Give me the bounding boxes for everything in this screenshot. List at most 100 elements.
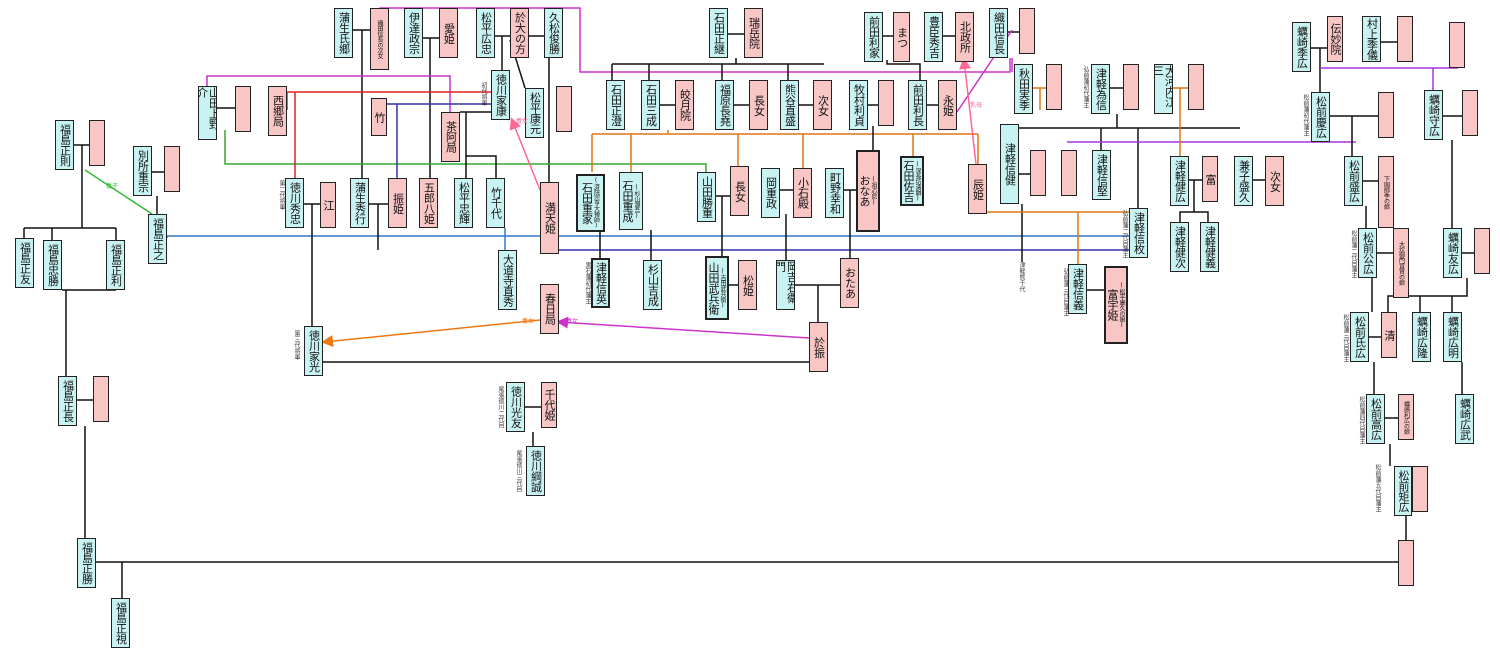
person-ishida-sakichi: 石田佐吉(深長坊清韻) [900,156,924,206]
person-tsugaru-tamenobu: 津軽為信 [1091,64,1110,114]
person-date-masamune: 伊達政宗 [404,8,423,58]
descent-line [465,112,497,178]
person-jijo2: 次女 [1265,156,1284,206]
person-name: 熊谷直盛 [783,84,797,126]
person-tokugawa-iemitsu: 徳川家光 [304,326,323,376]
person-kakizaki-hirotaka: 蠣崎広隆 [1412,312,1431,362]
person-name: 満天姫 [543,202,557,234]
person-fukushima-masayuki: 福島正之 [148,214,167,264]
person-name: 徳川秀忠 [288,182,302,224]
person-name: 山田武兵衛 [707,261,720,315]
person-tsugaru-kenji: 津軽健次 [1170,222,1189,272]
person-name: 松前盛広 [1347,160,1361,202]
person-blank-makimura [878,80,894,126]
person-blank-morihiro [1462,90,1478,136]
person-name: 福島忠勝 [46,244,60,286]
person-machino: 町野幸和 [825,168,844,218]
person-name: 福島正長 [61,380,75,422]
person-alias: (杉山源吾) [633,183,640,219]
person-name: 春日局 [543,293,557,325]
person-maeda-toshiie: 前田利家 [864,12,883,62]
title-note: 松前藩五代目藩主 [1374,464,1381,512]
person-furihime: 振姫 [388,178,407,228]
person-name: 福原長堯 [718,84,732,126]
person-blank-masanori [89,120,105,166]
person-name: 石田佐吉 [902,160,915,202]
descent-line [1194,211,1209,222]
title-note: 尾張徳川二代目 [497,386,504,428]
person-odai: 於大の方 [510,8,529,58]
title-note: 松前藩二代目藩主 [1350,230,1357,278]
person-name: 於振 [812,336,826,358]
person-name: 秋田実季 [1017,68,1031,110]
person-matsuhime: 松姫 [738,260,757,310]
person-name: 村上季儀 [1365,18,1379,60]
person-kakizaki-hirotake: 蠣崎広武 [1455,394,1474,444]
person-name: 杉山吉成 [646,264,660,306]
person-name: 津軽健広 [1173,160,1187,202]
descent-line [1387,278,1468,312]
person-name: 松前高広 [1369,398,1383,440]
person-tsugaru-kenko: 津軽健広 [1170,156,1189,206]
person-name: 岡重政 [764,177,778,209]
person-name: 辰姫 [971,178,985,200]
person-blank-tamenobu [1123,64,1139,110]
person-matsumae-takahiro: 松前高広 [1366,394,1385,444]
person-ishida-shigeie: 石田重家(済院宗亨大禅師) [576,174,605,232]
person-takechiyo: 竹千代 [486,178,505,228]
person-oda-jojo: 織田信長の次女 [370,8,389,70]
person-fukushima-masakatsu: 福島正勝 [77,538,96,588]
person-yamada-kozukenosuke: 山田上野介 [198,86,217,140]
person-name: 大道寺直秀 [501,253,515,307]
adoption-arrow [959,57,977,165]
person-tsugaru-nobuhide: 津軽信英 [591,258,610,308]
person-name: 久松俊勝 [547,12,561,54]
person-yamada-katsushige: 山田勝重 [697,172,716,222]
person-name: 蠣崎友広 [1446,232,1460,274]
person-name: 大河内江三 [1154,65,1173,107]
person-name: 愛姫 [442,22,456,44]
person-okayoshi: 岡吉右衛門 [776,260,795,310]
title-note: 尾張徳川三代目 [515,450,522,492]
person-name: 竹 [373,111,386,123]
edge-label: 養女 [522,318,535,325]
person-name: 山田勝重 [700,176,714,218]
person-name: 山田上野介 [198,87,217,129]
person-matsumae-norihiro: 松前矩広 [1394,466,1412,516]
marriage-line [286,91,491,110]
person-blank-norihiro [1412,466,1428,512]
person-name: 福島正則 [58,124,72,166]
person-koishidono: 小石殿 [793,168,812,218]
person-name: 豊臣秀吉 [927,16,941,58]
person-matsudaira-hirotada: 松平広忠 [476,8,495,58]
title-note: 初代将軍 [480,82,487,106]
person-name: 津軽信義 [1071,268,1085,310]
person-name: 福島正友 [18,242,32,284]
person-name: 長女 [752,94,766,116]
person-matsumae-yoshihiro: 松前慶広 [1311,92,1330,142]
person-name: 織田信長の次女 [376,19,383,59]
person-murakami: 村上季儀 [1362,16,1381,62]
descent-line [1179,180,1195,222]
person-kumagai: 熊谷直盛 [780,80,799,130]
person-blank-masakatsu [1398,540,1414,586]
person-ofuri: 於振 [809,322,828,372]
person-name: 津軽信枚 [1132,212,1146,254]
person-tomiyahime: 富宇姫(松平康久の娘) [1104,266,1128,344]
person-tokugawa-mitsutomo: 徳川光友 [506,382,525,432]
person-bessho: 別所重宗 [133,146,152,196]
person-name: 蒲生氏郷 [337,12,351,54]
person-fukushima-masanaga: 福島正長 [58,376,77,426]
title-note: 弘前藩二代目藩主 [1121,210,1128,258]
title-note: 松前藩三代目藩主 [1342,314,1349,362]
person-name: 津軽信堅 [1095,154,1109,196]
person-name: 蠣崎広武 [1458,398,1472,440]
adoption-arrow [509,117,541,191]
person-blank-nobutake2 [1061,150,1077,196]
person-gamou-hideyuki: 蒲生秀行 [350,178,369,228]
person-gamou-ujisato: 蒲生氏郷 [334,8,353,58]
person-matsumae-morihiro: 松前盛広 [1344,156,1363,206]
person-name: 松平忠輝 [457,182,471,224]
person-name: 津軽信健 [1003,143,1017,185]
person-blank-top-1 [1019,8,1035,54]
